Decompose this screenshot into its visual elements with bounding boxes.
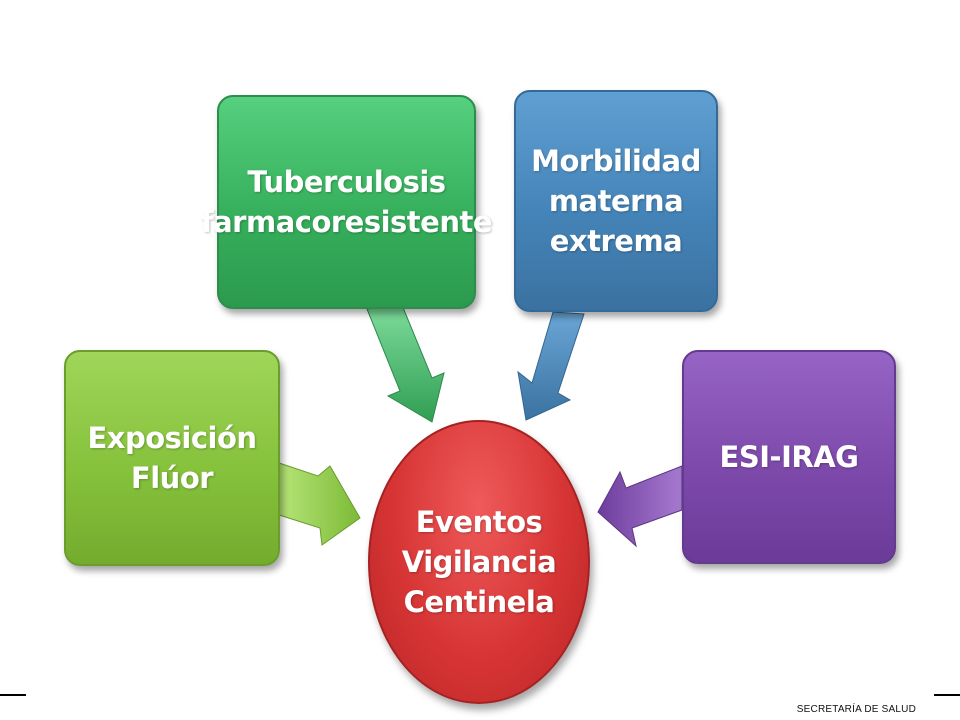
node-tuberculosis-label: Tuberculosis farmacoresistente — [200, 165, 493, 239]
node-center: Eventos Vigilancia Centinela — [368, 420, 590, 704]
node-tuberculosis: Tuberculosis farmacoresistente — [201, 95, 493, 309]
footer-label: SECRETARÍA DE SALUD — [796, 704, 916, 715]
node-morbilidad: Morbilidad materna extrema — [514, 90, 718, 312]
node-esi-irag: ESI-IRAG — [682, 350, 896, 564]
footer-rule-right — [934, 694, 960, 696]
arrow-exposicion-to-center — [275, 461, 361, 546]
node-esi-irag-label: ESI-IRAG — [719, 440, 859, 474]
node-exposicion-label: Exposición Flúor — [87, 421, 257, 495]
node-morbilidad-label: Morbilidad materna extrema — [531, 144, 701, 258]
node-exposicion: Exposición Flúor — [64, 350, 280, 566]
arrow-tuberculosis-to-center — [366, 304, 445, 423]
node-center-label: Eventos Vigilancia Centinela — [401, 505, 557, 619]
arrow-esi-irag-to-center — [597, 465, 683, 548]
arrow-morbilidad-to-center — [517, 311, 585, 421]
footer-rule-left — [0, 694, 26, 696]
